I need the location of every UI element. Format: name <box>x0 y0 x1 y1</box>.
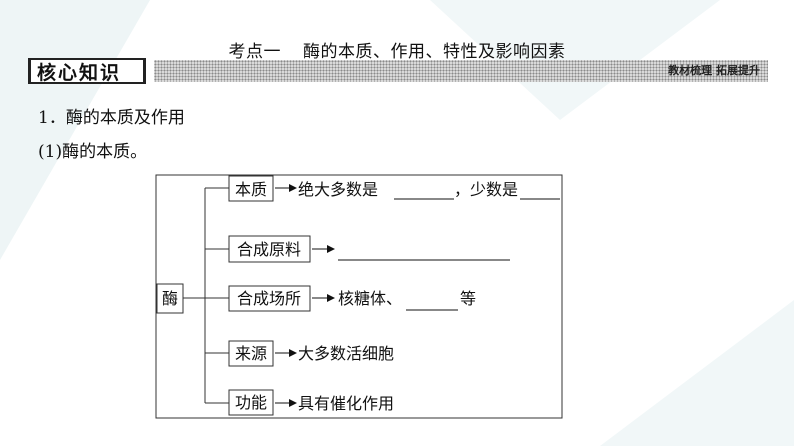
branch-label-1: 本质 <box>235 180 267 199</box>
banner-dotted-strip <box>154 60 768 82</box>
section-heading: 1．酶的本质及作用 <box>38 108 185 128</box>
branch-box-4 <box>228 340 274 367</box>
page-title: 考点一 酶的本质、作用、特性及影响因素 <box>0 37 794 62</box>
branch-text-5: 具有催化作用 <box>298 394 394 413</box>
bg-wedge-bottom <box>600 300 794 446</box>
title-part1: 考点一 <box>228 42 281 62</box>
branch-text-4: 大多数活细胞 <box>298 344 394 363</box>
sub-heading: (1)酶的本质。 <box>38 142 148 162</box>
branch-text-1b: ，少数是 <box>454 180 518 199</box>
branch-text-3b: 等 <box>460 289 476 308</box>
branch-box-2 <box>228 235 311 263</box>
banner-label: 核心知识 <box>28 58 146 84</box>
title-part2: 酶的本质、作用、特性及影响因素 <box>303 42 566 62</box>
branch-box-5 <box>228 389 274 416</box>
branch-text-3a: 核糖体、 <box>338 289 402 308</box>
section-banner: 核心知识 教材梳理 拓展提升 <box>28 58 768 84</box>
diagram-frame <box>155 174 563 419</box>
root-label: 酶 <box>162 289 178 308</box>
branch-label-3: 合成场所 <box>237 289 301 308</box>
branch-text-1a: 绝大多数是 <box>298 180 378 199</box>
branch-box-1 <box>228 175 274 202</box>
branch-label-5: 功能 <box>235 393 267 412</box>
banner-tag: 教材梳理 拓展提升 <box>668 64 760 77</box>
branch-label-4: 来源 <box>235 344 267 363</box>
branch-box-3 <box>228 285 311 312</box>
branch-label-2: 合成原料 <box>237 240 301 259</box>
